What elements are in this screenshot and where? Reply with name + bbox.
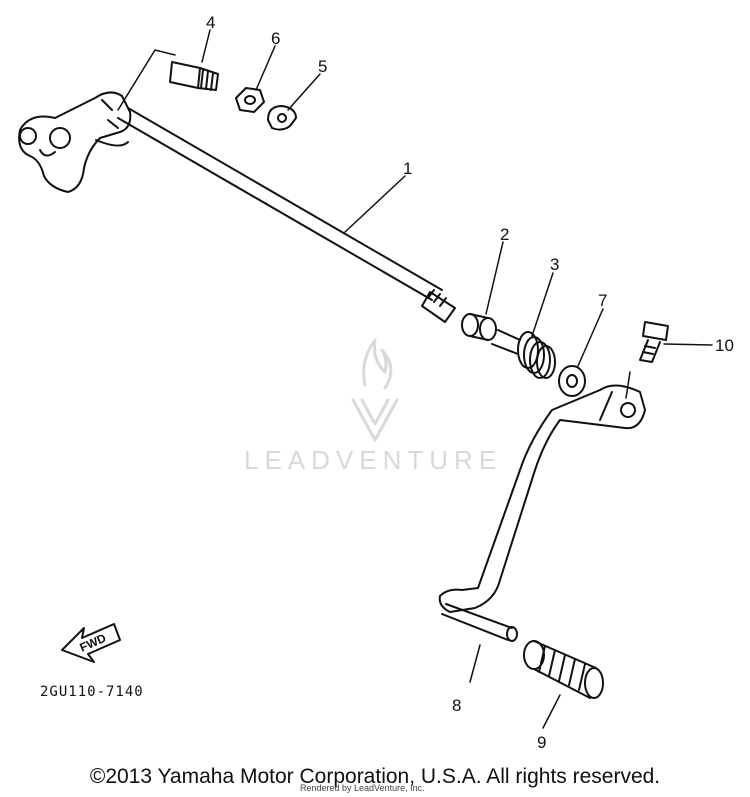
collar-part — [461, 313, 497, 341]
callout-8: 8 — [452, 696, 461, 715]
rendered-by-note: Rendered by LeadVenture, Inc. — [300, 783, 425, 793]
callout-10: 10 — [715, 336, 734, 355]
forward-arrow-icon — [61, 623, 121, 663]
leadventure-logo-icon — [351, 338, 399, 442]
pedal-pin-part — [441, 603, 518, 642]
bolt-part — [639, 321, 669, 363]
shift-pedal-part — [438, 384, 646, 613]
callout-3: 3 — [550, 255, 559, 274]
leader-lines — [201, 29, 713, 729]
torsion-spring-part — [491, 329, 556, 379]
stud-bolt-part — [169, 61, 219, 91]
callout-4: 4 — [206, 13, 215, 32]
nut-part — [235, 87, 265, 113]
lock-washer-part — [267, 105, 297, 131]
callout-5: 5 — [318, 57, 327, 76]
callout-2: 2 — [500, 225, 509, 244]
callout-1: 1 — [403, 159, 412, 178]
callout-7: 7 — [598, 291, 607, 310]
callout-9: 9 — [537, 733, 546, 752]
watermark-text: LEADVENTURE — [244, 445, 502, 475]
copyright-notice: ©2013 Yamaha Motor Corporation, U.S.A. A… — [89, 765, 661, 788]
shift-shaft-part — [18, 49, 456, 323]
callout-6: 6 — [271, 29, 280, 48]
diagram-code: 2GU110-7140 — [40, 684, 144, 700]
pedal-rubber-part — [523, 640, 604, 699]
washer-part — [558, 365, 586, 397]
